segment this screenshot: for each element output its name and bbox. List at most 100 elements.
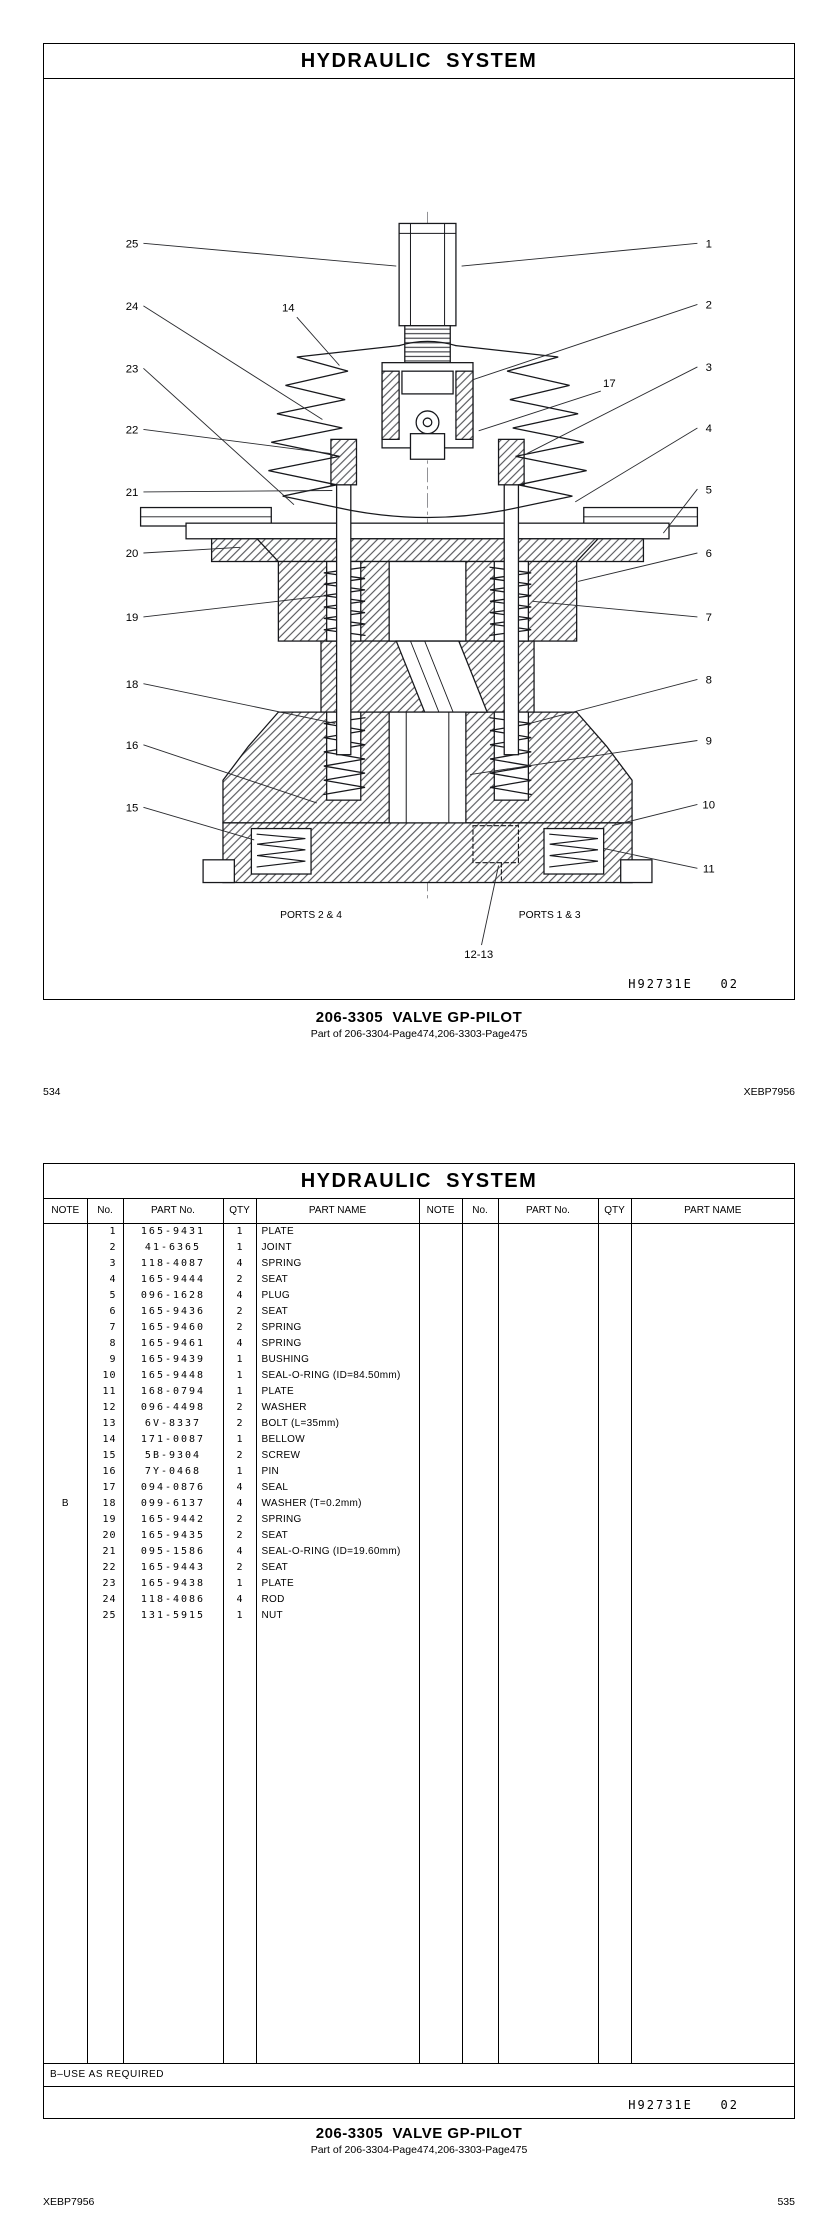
cell-empty: [630, 1607, 794, 1624]
cell-empty: [418, 1431, 462, 1448]
col-header-name-2: PART NAME: [630, 1199, 794, 1224]
cell-empty: [497, 1607, 598, 1624]
callout-9: 9: [706, 736, 712, 748]
callout-24: 24: [126, 301, 139, 313]
cell-no: 19: [86, 1511, 123, 1528]
cell-no: 14: [86, 1431, 123, 1448]
col-header-note-2: NOTE: [418, 1199, 462, 1224]
cell-no: 4: [86, 1271, 123, 1288]
cell-part: 165-9435: [122, 1527, 223, 1544]
cell-part: 165-9461: [122, 1335, 223, 1352]
cell-qty: 4: [222, 1591, 256, 1608]
plate-code: H92731E 02: [628, 977, 739, 991]
callout-2: 2: [706, 300, 712, 312]
col-header-no: No.: [86, 1199, 123, 1224]
cell-qty: 2: [222, 1319, 256, 1336]
cell-part: 094-0876: [122, 1479, 223, 1496]
cell-empty: [630, 1287, 794, 1304]
ports-2-4-label: PORTS 2 & 4: [280, 910, 342, 921]
cell-no: 16: [86, 1463, 123, 1480]
cell-qty: 2: [222, 1511, 256, 1528]
cell-empty: [497, 1303, 598, 1320]
cell-note: [44, 1240, 87, 1256]
cell-empty: [461, 1239, 498, 1256]
callout-6: 6: [706, 548, 712, 560]
cell-empty: [597, 1351, 631, 1368]
cell-empty: [418, 1287, 462, 1304]
cell-empty: [597, 1383, 631, 1400]
cell-qty: 1: [222, 1607, 256, 1624]
callout-17: 17: [603, 378, 616, 390]
cell-name: BELLOW: [255, 1431, 419, 1448]
cell-empty: [497, 1351, 598, 1368]
cell-qty: 1: [222, 1239, 256, 1256]
cell-no: 13: [86, 1415, 123, 1432]
callout-1: 1: [706, 239, 712, 251]
cell-no: 20: [86, 1527, 123, 1544]
cell-note: [44, 1336, 87, 1352]
cell-empty: [630, 1399, 794, 1416]
col-header-qty-2: QTY: [597, 1199, 631, 1224]
cell-name: SEAL: [255, 1479, 419, 1496]
cell-empty: [497, 1287, 598, 1304]
cell-note: [44, 1304, 87, 1320]
cell-empty: [461, 1543, 498, 1560]
cell-part: 5B-9304: [122, 1447, 223, 1464]
cell-part: 118-4086: [122, 1591, 223, 1608]
cell-qty: 4: [222, 1255, 256, 1272]
col-header-part: PART No.: [122, 1199, 223, 1224]
cell-empty: [497, 1383, 598, 1400]
cell-name: PLATE: [255, 1383, 419, 1400]
cell-empty: [418, 1335, 462, 1352]
table-header-row: NOTE No. PART No. QTY PART NAME NOTE No.…: [44, 1199, 794, 1224]
cell-empty: [461, 1559, 498, 1576]
cell-note: [44, 1256, 87, 1272]
col-header-no-2: No.: [461, 1199, 498, 1224]
cell-note: [44, 1223, 87, 1240]
cell-no: 15: [86, 1447, 123, 1464]
cell-no: 24: [86, 1591, 123, 1608]
cell-part: 165-9460: [122, 1319, 223, 1336]
cell-name: BOLT (L=35mm): [255, 1415, 419, 1432]
cell-empty: [461, 1511, 498, 1528]
cell-no: 5: [86, 1287, 123, 1304]
cell-qty: 4: [222, 1495, 256, 1512]
cell-qty: 1: [222, 1463, 256, 1480]
diagram-area: 25 24 23 22 21 20 19 18 16 15 14 17 1 2 …: [44, 80, 794, 999]
cell-part: 171-0087: [122, 1431, 223, 1448]
cell-no: 2: [86, 1239, 123, 1256]
callout-8: 8: [706, 675, 712, 687]
cell-part: 165-9443: [122, 1559, 223, 1576]
valve-body-geometry: [139, 211, 699, 899]
cell-qty: 2: [222, 1559, 256, 1576]
cell-empty: [630, 1447, 794, 1464]
cell-empty: [497, 1399, 598, 1416]
cell-qty: 2: [222, 1399, 256, 1416]
cell-empty: [418, 1447, 462, 1464]
cell-qty: 1: [222, 1383, 256, 1400]
cell-empty: [630, 1319, 794, 1336]
cell-qty: 1: [222, 1223, 256, 1240]
cell-note: [44, 1528, 87, 1544]
cell-empty: [418, 1239, 462, 1256]
cell-part: 6V-8337: [122, 1415, 223, 1432]
cell-qty: 1: [222, 1575, 256, 1592]
callout-14: 14: [282, 303, 295, 315]
cell-empty: [461, 1271, 498, 1288]
cell-note: [44, 1608, 87, 1624]
cell-empty: [461, 1223, 498, 1240]
table-filler-row: [44, 1623, 794, 2064]
cell-empty: [630, 1575, 794, 1592]
cell-note: [44, 1448, 87, 1464]
